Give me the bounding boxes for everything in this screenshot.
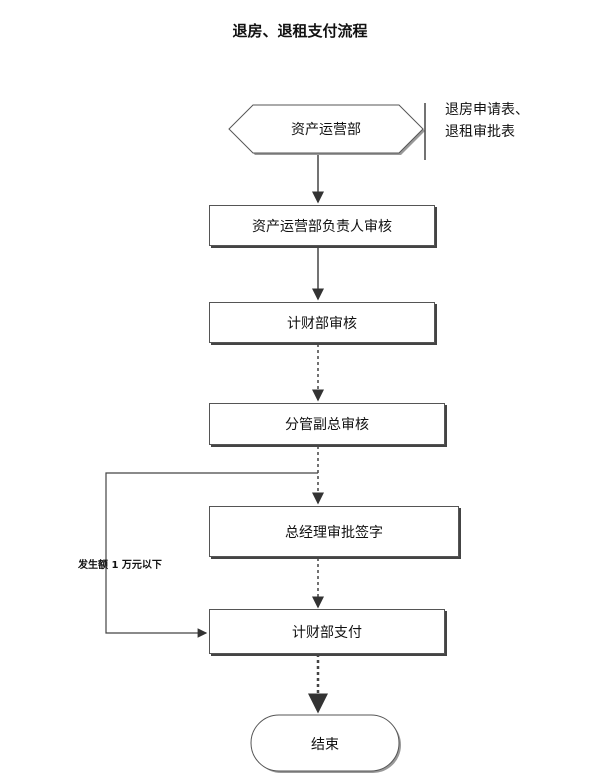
step-label: 资产运营部负责人审核: [252, 218, 392, 235]
step-label: 分管副总审核: [285, 417, 369, 433]
step-department-head-review: 资产运营部负责人审核: [209, 205, 435, 246]
note-text: 退房申请表、 退租审批表: [445, 99, 529, 143]
start-node-label: 资产运营部: [291, 122, 361, 138]
end-node-label: 结束: [311, 737, 339, 753]
start-node: [228, 104, 425, 155]
step-label: 计财部审核: [287, 315, 357, 332]
note-line-2: 退租审批表: [445, 124, 515, 140]
step-finance-review: 计财部审核: [209, 302, 435, 343]
step-label: 计财部支付: [292, 624, 362, 641]
note-line-1: 退房申请表、: [445, 102, 529, 118]
end-node: [250, 714, 401, 773]
page-title: 退房、退租支付流程: [232, 22, 368, 40]
step-finance-payment: 计财部支付: [209, 609, 445, 654]
step-label: 总经理审批签字: [285, 524, 383, 541]
bypass-label: 发生额 1 万元以下: [78, 560, 162, 571]
bypass-connector: [105, 472, 318, 638]
step-deputy-gm-review: 分管副总审核: [209, 403, 445, 445]
step-gm-approval: 总经理审批签字: [209, 506, 459, 557]
